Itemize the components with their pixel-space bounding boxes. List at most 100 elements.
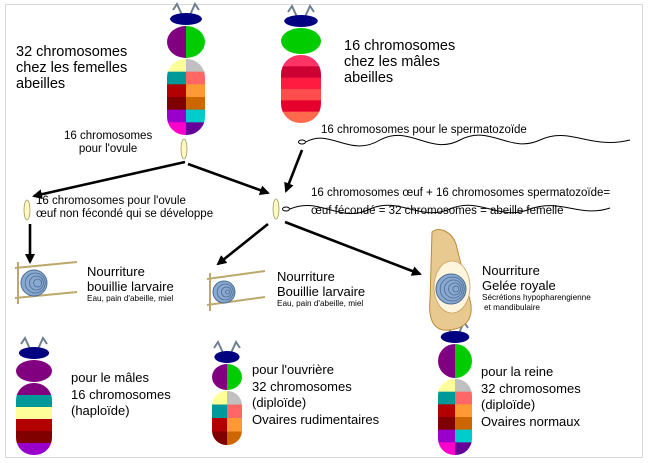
ovule-egg xyxy=(180,138,188,160)
chromosome-band xyxy=(227,431,242,445)
larva-ring xyxy=(29,275,44,291)
chromosome-band xyxy=(212,391,228,405)
larva-ring xyxy=(220,286,232,298)
chromosome-band xyxy=(186,71,205,85)
chromosome-bands xyxy=(16,383,52,455)
antenna-right xyxy=(37,335,48,350)
bee-head xyxy=(170,13,202,25)
thorax-left xyxy=(438,344,455,378)
fertilized-egg-caption: 16 chromosomes œuf + 16 chromosomes sper… xyxy=(311,187,611,217)
chromosome-band xyxy=(186,59,205,73)
fertilized-egg xyxy=(272,198,280,220)
thorax-right xyxy=(186,26,205,58)
chromosome-band xyxy=(281,77,321,90)
chromosome-band xyxy=(438,429,456,443)
chromosome-band xyxy=(227,418,242,432)
cell-wall-bottom xyxy=(14,291,78,299)
antenna-left xyxy=(172,1,183,16)
worker-offspring-bee xyxy=(212,339,242,445)
chromosome-band xyxy=(455,379,472,393)
chromosome-band xyxy=(212,404,228,419)
chromosome-band xyxy=(167,59,187,73)
page-frame xyxy=(5,4,643,458)
cell-wall-bottom xyxy=(206,296,266,306)
chromosome-bands xyxy=(212,391,242,445)
bee-head xyxy=(440,331,470,343)
larva-ring xyxy=(33,278,42,288)
chromosome-band xyxy=(16,419,52,432)
queen-offspring-bee xyxy=(438,319,472,455)
bee-thorax xyxy=(16,360,52,382)
arrow-to-fertilized-egg xyxy=(187,162,270,195)
chromosome-band xyxy=(455,442,472,455)
chromosome-band xyxy=(438,404,456,418)
spermatozoon-tail xyxy=(305,134,631,147)
chromosome-band xyxy=(455,429,472,443)
spermatozoon-head xyxy=(298,139,306,145)
antenna-left xyxy=(287,3,298,18)
antenna-right xyxy=(304,3,315,18)
chromosome-band xyxy=(455,417,472,431)
larva-ring xyxy=(443,279,463,299)
unfertilized-egg xyxy=(23,199,31,221)
chromosome-band xyxy=(16,443,52,455)
bee-head xyxy=(284,15,318,27)
chromosome-band xyxy=(186,109,205,123)
spermatozoon-at-egg-tail xyxy=(289,204,611,214)
cell-wall-top xyxy=(206,270,266,280)
larva-ring xyxy=(448,282,462,296)
chromosome-band xyxy=(167,84,187,98)
male-bee xyxy=(281,3,321,123)
male-brood-cell xyxy=(14,261,78,304)
larva-ring xyxy=(24,272,46,294)
chromosome-band xyxy=(16,407,52,420)
chromosome-band xyxy=(438,379,456,393)
arrow-sperm-to-egg xyxy=(284,149,304,193)
male-offspring-bee xyxy=(16,335,52,455)
chromosome-band xyxy=(438,391,456,405)
chromosome-band xyxy=(212,431,228,445)
chromosome-band xyxy=(281,66,321,79)
sperm-caption: 16 chromosomes pour le spermatozoïde xyxy=(321,124,527,136)
chromosome-band xyxy=(167,71,187,85)
bee-head xyxy=(214,351,240,363)
chromosome-band xyxy=(281,89,321,101)
chromosome-band xyxy=(186,122,205,135)
antenna-left xyxy=(213,339,224,354)
cell-wall-top xyxy=(14,261,78,269)
female-bee xyxy=(167,1,205,135)
arrow-to-unfertilized-egg xyxy=(32,160,186,200)
thorax-right xyxy=(455,344,472,378)
chromosome-band xyxy=(167,97,187,111)
antenna-right xyxy=(189,1,200,16)
worker-brood-cell xyxy=(206,270,266,311)
eggs xyxy=(23,138,280,221)
chromosome-band xyxy=(455,391,472,405)
chromosome-band xyxy=(212,418,228,432)
royal-brood-cell xyxy=(429,229,472,331)
chromosome-band xyxy=(186,97,205,111)
chromosome-bands xyxy=(438,379,472,455)
arrow-to-queen-larva xyxy=(284,220,422,276)
chromosome-band xyxy=(16,395,52,408)
spermatozoa xyxy=(282,134,631,214)
bee-thorax xyxy=(281,28,321,54)
larva-ring xyxy=(216,283,234,301)
chromosome-band xyxy=(281,100,321,113)
bee-head xyxy=(18,347,50,359)
chromosome-band xyxy=(167,122,187,135)
chromosome-band xyxy=(16,383,52,396)
larva-ring xyxy=(452,285,460,293)
chromosome-band xyxy=(438,417,456,431)
thorax-left xyxy=(167,26,186,58)
chromosome-bands xyxy=(281,55,321,123)
